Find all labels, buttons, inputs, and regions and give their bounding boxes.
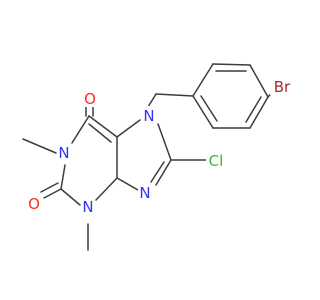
atom-o6-bg xyxy=(83,89,97,107)
atom-br-label: Br xyxy=(274,78,291,96)
bond-c2-o2-double xyxy=(40,182,59,193)
bond-ch2-n7 xyxy=(147,93,157,108)
bonds xyxy=(22,63,276,251)
bond-ring-f-inner xyxy=(200,95,218,122)
bond-c6-n1 xyxy=(71,115,90,144)
atom-n3-label: N xyxy=(82,198,93,216)
atom-n9-label: N xyxy=(139,184,150,202)
atom-o2-bg xyxy=(26,194,40,212)
atom-o6-label: O xyxy=(84,90,96,108)
bond-ring-c xyxy=(249,64,269,98)
atom-n1-bg xyxy=(57,143,71,161)
atom-n3-bg xyxy=(81,197,95,215)
bond-c2-o2 xyxy=(43,188,62,199)
atom-cl: Cl xyxy=(206,151,226,170)
atom-o2-label: O xyxy=(28,195,40,213)
atom-n9-bg xyxy=(138,183,152,201)
atom-cl-label: Cl xyxy=(209,152,224,170)
atom-n1-label: N xyxy=(58,144,69,162)
bond-n3-c4 xyxy=(95,177,118,201)
bond-c5-c6 xyxy=(88,115,118,138)
bond-c8-n9 xyxy=(155,159,172,186)
bond-ring-d xyxy=(249,96,269,129)
atom-br-bg xyxy=(270,77,294,95)
bond-c8-n9-inner xyxy=(150,161,165,183)
atom-n3: N xyxy=(81,197,95,216)
atom-n7-label: N xyxy=(143,107,154,125)
atom-o2: O xyxy=(26,194,40,213)
bond-ring-f xyxy=(192,95,214,129)
atom-cl-bg xyxy=(206,151,226,169)
bond-n1-methyl xyxy=(22,138,57,154)
atom-n7: N xyxy=(142,106,156,125)
bond-ring-d-inner xyxy=(245,96,262,123)
atom-br: Br xyxy=(270,77,294,96)
atom-n1: N xyxy=(57,143,71,162)
bond-n9-c4 xyxy=(116,177,139,191)
structure-diagram: N N N N O O Cl Br xyxy=(22,63,294,251)
bond-c5-c6-inner xyxy=(88,123,112,143)
atom-labels: N N N N O O Cl Br xyxy=(26,77,294,216)
bond-n1-c2 xyxy=(60,164,66,190)
bond-c5-n7 xyxy=(116,119,141,138)
bond-n7-c8 xyxy=(157,123,172,161)
atom-n9: N xyxy=(138,183,152,202)
atom-n7-bg xyxy=(142,106,156,124)
atom-o6: O xyxy=(83,89,97,108)
bond-ring-b xyxy=(212,63,251,66)
bond-ring-ch2 xyxy=(155,93,194,97)
bond-c2-n3 xyxy=(60,188,81,206)
bond-ring-a xyxy=(192,63,214,97)
